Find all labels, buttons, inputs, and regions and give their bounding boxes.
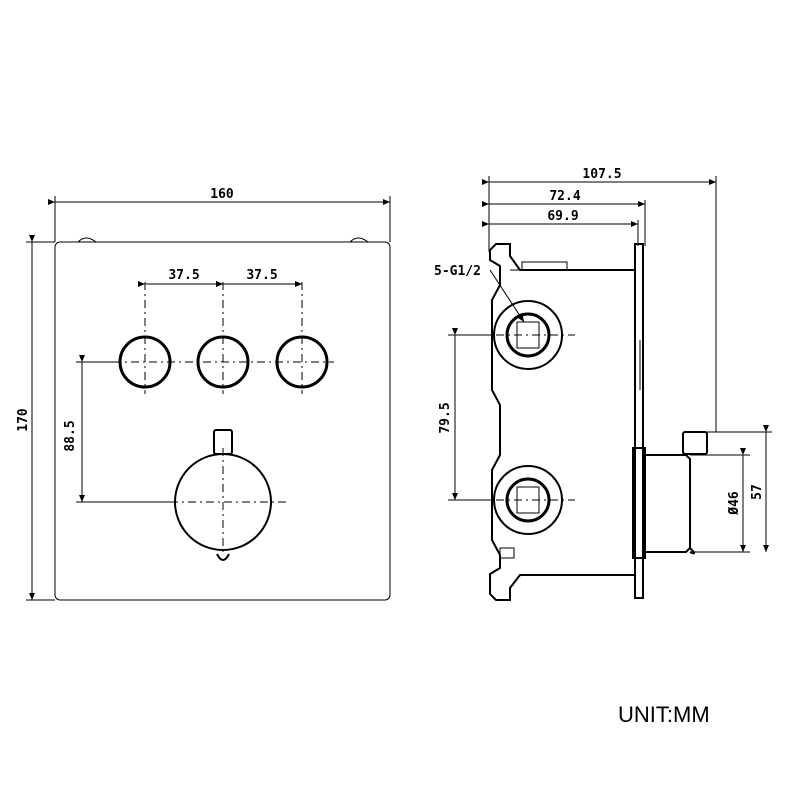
valve-body	[489, 243, 636, 601]
depth-total-dimension: 107.5	[582, 167, 621, 182]
wall-plate	[634, 243, 644, 599]
upper-port-inner	[505, 312, 551, 358]
spacing-left-dimension: 37.5	[168, 268, 199, 283]
depth-body-dimension: 72.4	[549, 189, 580, 204]
center-offset-dimension: 88.5	[63, 420, 78, 451]
depth-box-dimension: 69.9	[547, 209, 578, 224]
unit-label: UNIT:MM	[618, 702, 710, 727]
handle-pointer	[682, 431, 708, 455]
height-dimension: 170	[16, 408, 31, 432]
spacing-right-dimension: 37.5	[246, 268, 277, 283]
lower-port-inner	[505, 477, 551, 523]
handle-diameter-dimension: Ø46	[727, 491, 742, 516]
width-dimension: 160	[210, 187, 234, 202]
port-spacing-dimension: 79.5	[438, 402, 453, 433]
front-view: 160 170 37.5 37.5 88.5	[16, 187, 391, 601]
handle-body	[644, 454, 691, 553]
handle-height-dimension: 57	[750, 484, 765, 500]
port-label: 5-G1/2	[434, 264, 481, 279]
side-view: 107.5 72.4 69.9 5-G1/2	[434, 167, 772, 601]
front-plate	[54, 241, 391, 601]
knob-pointer	[213, 429, 233, 455]
